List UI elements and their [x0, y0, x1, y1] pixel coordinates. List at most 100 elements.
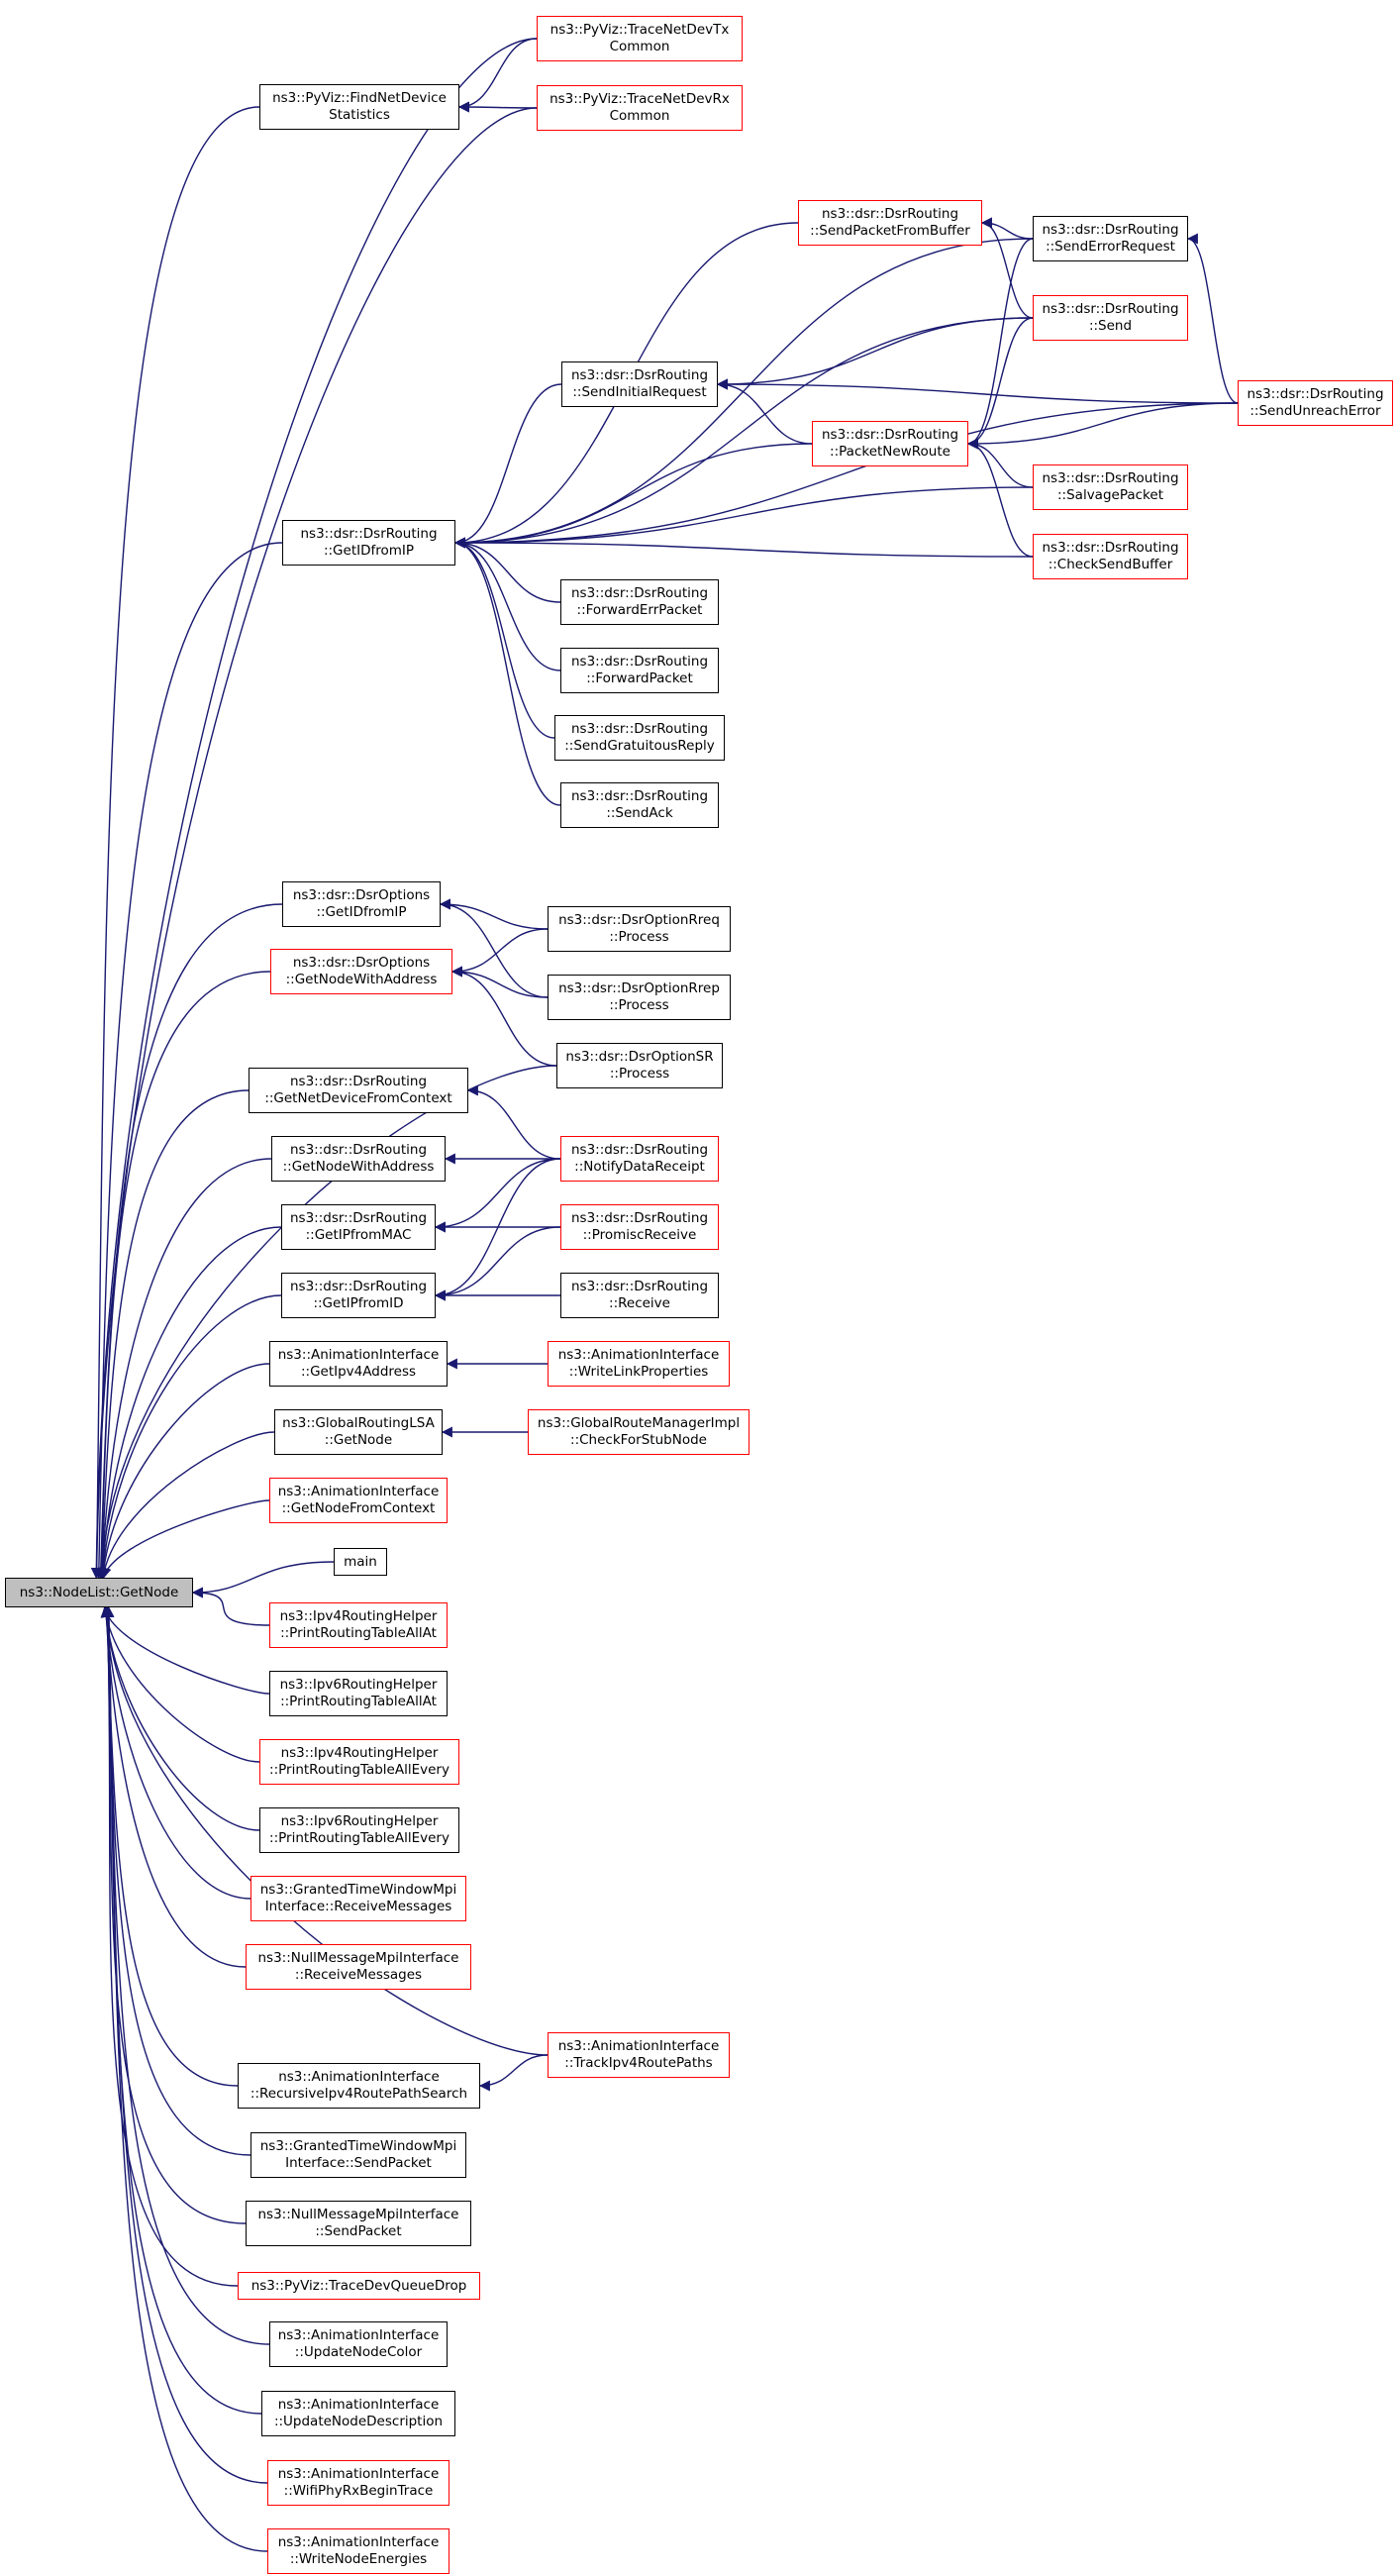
node-dsr-ser[interactable]: ns3::dsr::DsrRouting::SendErrorRequest: [1033, 216, 1188, 261]
node-dsr-csb[interactable]: ns3::dsr::DsrRouting::CheckSendBuffer: [1033, 534, 1188, 579]
node-label-line: ::WifiPhyRxBeginTrace: [283, 2483, 434, 2499]
node-dsr-send[interactable]: ns3::dsr::DsrRouting::Send: [1033, 295, 1188, 341]
call-edge-dsr_gndfc-to-root: [96, 1089, 250, 1580]
node-label-line: ns3::GrantedTimeWindowMpi: [259, 1882, 457, 1898]
node-dsr-receive[interactable]: ns3::dsr::DsrRouting::Receive: [560, 1273, 719, 1318]
node-anim-wprbt[interactable]: ns3::AnimationInterface::WifiPhyRxBeginT…: [267, 2460, 450, 2506]
node-label-line: ns3::dsr::DsrRouting: [821, 427, 959, 443]
node-dsr-salvage[interactable]: ns3::dsr::DsrRouting::SalvagePacket: [1033, 464, 1188, 510]
node-opt-getidfromip[interactable]: ns3::dsr::DsrOptions::GetIDfromIP: [282, 881, 441, 927]
node-label-line: ns3::dsr::DsrRouting: [570, 654, 709, 670]
node-dsr-sack[interactable]: ns3::dsr::DsrRouting::SendAck: [560, 782, 719, 828]
node-label-line: ::GetNetDeviceFromContext: [264, 1090, 452, 1106]
node-label-line: ::UpdateNodeDescription: [273, 2414, 444, 2429]
node-label-line: ns3::dsr::DsrRouting: [570, 721, 709, 737]
node-label-line: ::PrintRoutingTableAllAt: [280, 1625, 437, 1641]
node-anim-unc[interactable]: ns3::AnimationInterface::UpdateNodeColor: [269, 2321, 448, 2367]
node-label-line: ::Process: [609, 929, 669, 945]
node-label-line: ::GetIPfromMAC: [305, 1227, 412, 1243]
node-label-line: ns3::NullMessageMpiInterface: [257, 1950, 459, 1966]
node-dsr-pnr[interactable]: ns3::dsr::DsrRouting::PacketNewRoute: [812, 421, 968, 466]
node-label-line: ns3::Ipv4RoutingHelper: [279, 1608, 438, 1624]
call-edge-opt_rrep-to-opt_gnwa: [450, 966, 549, 998]
node-label-line: ns3::PyViz::TraceDevQueueDrop: [250, 2277, 467, 2294]
node-anim-gnfc[interactable]: ns3::AnimationInterface::GetNodeFromCont…: [269, 1478, 448, 1523]
node-dsr-fep[interactable]: ns3::dsr::DsrRouting::ForwardErrPacket: [560, 579, 719, 625]
node-label-line: ns3::dsr::DsrRouting: [570, 788, 709, 804]
node-dsr-spfb[interactable]: ns3::dsr::DsrRouting::SendPacketFromBuff…: [798, 200, 982, 246]
node-grlsa-getnode[interactable]: ns3::GlobalRoutingLSA::GetNode: [274, 1409, 443, 1455]
node-label-line: ns3::dsr::DsrOptions: [292, 955, 431, 971]
node-ipv4-prtaa[interactable]: ns3::Ipv4RoutingHelper::PrintRoutingTabl…: [269, 1602, 448, 1648]
node-opt-gnwa[interactable]: ns3::dsr::DsrOptions::GetNodeWithAddress: [270, 949, 452, 994]
node-label-line: ns3::dsr::DsrRouting: [570, 1142, 709, 1158]
call-edge-anim_wne-to-root: [103, 1605, 268, 2552]
node-label-line: ::TrackIpv4RoutePaths: [564, 2055, 713, 2071]
node-anim-gipv4[interactable]: ns3::AnimationInterface::GetIpv4Address: [269, 1341, 448, 1387]
node-label-line: ns3::AnimationInterface: [277, 2327, 440, 2343]
node-dsr-ndr[interactable]: ns3::dsr::DsrRouting::NotifyDataReceipt: [560, 1136, 719, 1182]
node-ipv6-prtaa[interactable]: ns3::Ipv6RoutingHelper::PrintRoutingTabl…: [269, 1671, 448, 1716]
node-label-line: ns3::dsr::DsrRouting: [289, 1142, 428, 1158]
node-label-line: ::GetIDfromIP: [316, 904, 407, 920]
node-label-line: ::PrintRoutingTableAllEvery: [269, 1830, 450, 1846]
node-label-line: ::Process: [609, 1066, 670, 1082]
node-label-line: ns3::dsr::DsrRouting: [570, 1279, 709, 1294]
node-label-line: ::SendInitialRequest: [572, 384, 707, 400]
call-edge-dsr_sue-to-dsr_ser: [1186, 233, 1239, 404]
node-anim-und[interactable]: ns3::AnimationInterface::UpdateNodeDescr…: [261, 2391, 455, 2436]
node-label-line: ns3::AnimationInterface: [557, 2038, 720, 2054]
node-nullmpi-send[interactable]: ns3::NullMessageMpiInterface::SendPacket: [246, 2201, 471, 2246]
node-dsr-fp[interactable]: ns3::dsr::DsrRouting::ForwardPacket: [560, 648, 719, 693]
node-ipv4-prtae[interactable]: ns3::Ipv4RoutingHelper::PrintRoutingTabl…: [259, 1739, 459, 1785]
node-label-line: ::CheckForStubNode: [570, 1432, 707, 1448]
call-edge-dsr_sue-to-dsr_sir: [716, 378, 1239, 404]
node-dsr-promisc[interactable]: ns3::dsr::DsrRouting::PromiscReceive: [560, 1204, 719, 1250]
node-ipv6-prtae[interactable]: ns3::Ipv6RoutingHelper::PrintRoutingTabl…: [259, 1807, 459, 1853]
node-label-line: ns3::GlobalRoutingLSA: [282, 1415, 435, 1431]
call-edge-gtw_recv-to-root: [100, 1605, 251, 1900]
node-anim-tirp[interactable]: ns3::AnimationInterface::TrackIpv4RouteP…: [548, 2032, 730, 2078]
node-dsr-gipfm[interactable]: ns3::dsr::DsrRouting::GetIPfromMAC: [281, 1204, 436, 1250]
node-dsr-getidfromip[interactable]: ns3::dsr::DsrRouting::GetIDfromIP: [282, 520, 455, 566]
call-edge-opt_rrep-to-opt_getidfromip: [439, 898, 549, 998]
node-label-line: ns3::dsr::DsrOptionSR: [565, 1049, 714, 1065]
node-anim-wlp[interactable]: ns3::AnimationInterface::WriteLinkProper…: [548, 1341, 730, 1387]
node-dsr-sue[interactable]: ns3::dsr::DsrRouting::SendUnreachError: [1238, 380, 1393, 426]
call-edge-dsr_sue-to-dsr_getidfromip: [453, 402, 1239, 549]
node-label-line: ::GetIDfromIP: [323, 543, 415, 559]
node-opt-rreq[interactable]: ns3::dsr::DsrOptionRreq::Process: [548, 906, 731, 952]
node-pyviz-tdqd[interactable]: ns3::PyViz::TraceDevQueueDrop: [238, 2272, 480, 2300]
node-root[interactable]: ns3::NodeList::GetNode: [5, 1578, 193, 1607]
call-edge-dsr_sgr-to-dsr_getidfromip: [453, 537, 555, 739]
node-grmi-cfsn[interactable]: ns3::GlobalRouteManagerImpl::CheckForStu…: [528, 1409, 749, 1455]
node-label-line: ::ForwardPacket: [586, 670, 693, 686]
node-label-line: ns3::AnimationInterface: [277, 2397, 440, 2413]
node-anim-rirps[interactable]: ns3::AnimationInterface::RecursiveIpv4Ro…: [238, 2063, 480, 2109]
node-label-line: Common: [609, 39, 670, 54]
node-label-line: ns3::AnimationInterface: [278, 2069, 440, 2085]
node-anim-wne[interactable]: ns3::AnimationInterface::WriteNodeEnergi…: [267, 2528, 450, 2574]
node-label-line: ns3::dsr::DsrRouting: [300, 526, 438, 542]
node-nullmpi-recv[interactable]: ns3::NullMessageMpiInterface::ReceiveMes…: [246, 1944, 471, 1990]
node-label-line: ::NotifyDataReceipt: [574, 1159, 705, 1175]
node-main[interactable]: main: [334, 1548, 387, 1576]
call-edge-nullmpi_recv-to-root: [100, 1605, 247, 1968]
node-label-line: ::GetNodeWithAddress: [282, 1159, 435, 1175]
node-opt-rrep[interactable]: ns3::dsr::DsrOptionRrep::Process: [548, 975, 731, 1020]
node-dsr-gipfid[interactable]: ns3::dsr::DsrRouting::GetIPfromID: [281, 1273, 436, 1318]
node-dsr-gnwa[interactable]: ns3::dsr::DsrRouting::GetNodeWithAddress: [271, 1136, 446, 1182]
node-label-line: ::SendPacket: [315, 2223, 402, 2239]
node-dsr-sgr[interactable]: ns3::dsr::DsrRouting::SendGratuitousRepl…: [554, 715, 725, 761]
node-dsr-gndfc[interactable]: ns3::dsr::DsrRouting::GetNetDeviceFromCo…: [249, 1068, 468, 1113]
node-label-line: ns3::AnimationInterface: [277, 1347, 440, 1363]
node-dsr-sir[interactable]: ns3::dsr::DsrRouting::SendInitialRequest: [561, 361, 718, 407]
node-opt-sr[interactable]: ns3::dsr::DsrOptionSR::Process: [556, 1043, 723, 1088]
call-edge-dsr_ndr-to-dsr_gipfid: [434, 1158, 561, 1301]
node-label-line: ::ForwardErrPacket: [576, 602, 703, 618]
